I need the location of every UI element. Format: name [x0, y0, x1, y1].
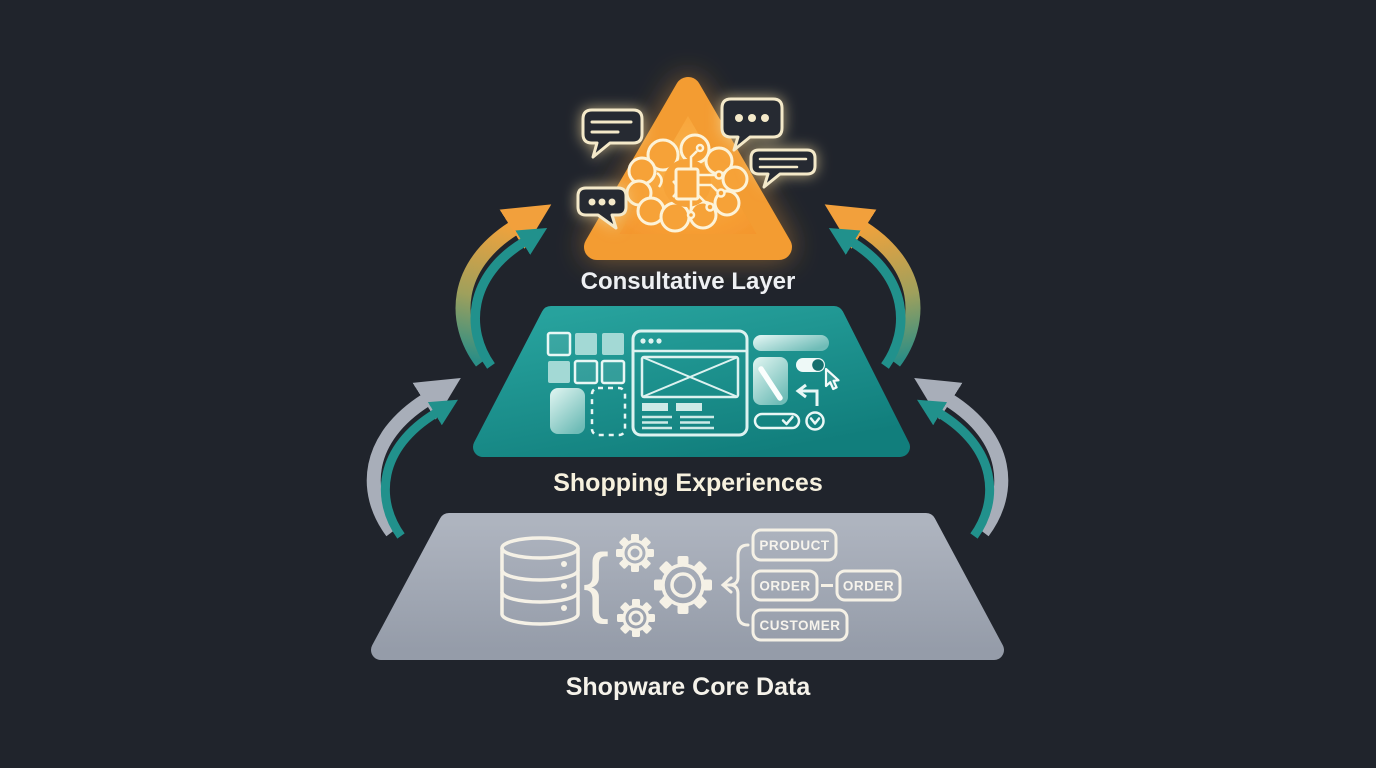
browser-wireframe-icon [631, 329, 749, 437]
gear-small-top-icon [616, 534, 654, 572]
shopping-layer-trapezoid [473, 306, 910, 457]
svg-text:ORDER: ORDER [759, 579, 810, 594]
arrow-shopping-to-consultative-left [455, 204, 552, 369]
entity-boxes: PRODUCT ORDER ORDER CUSTOMER [751, 528, 902, 642]
layer-label-shopping: Shopping Experiences [553, 469, 823, 497]
cursor-icon [824, 367, 840, 391]
chat-bubbles [576, 97, 817, 230]
svg-text:CUSTOMER: CUSTOMER [759, 618, 840, 633]
select-pill-icon [753, 412, 801, 430]
layout-grid-icon [546, 331, 626, 385]
brain-circuit-icon [625, 133, 749, 233]
toggle-icon [796, 358, 825, 372]
chat-bubble-dots-icon [576, 186, 628, 230]
entity-box-order: ORDER [751, 569, 819, 602]
chat-bubble-dots-icon [720, 97, 784, 152]
chevron-circle-icon [805, 411, 825, 431]
consultative-layer-triangle [576, 77, 817, 260]
chat-bubble-lines-icon [749, 148, 817, 189]
dashed-slot-icon [590, 386, 627, 437]
entity-box-product: PRODUCT [751, 528, 838, 562]
chat-bubble-lines-icon [581, 108, 644, 159]
gradient-card-icon [550, 388, 585, 434]
gear-large-icon [654, 556, 712, 614]
database-icon [500, 536, 580, 626]
core-layer-trapezoid: { [371, 513, 1004, 660]
entity-box-customer: CUSTOMER [751, 608, 849, 642]
pencil-card-icon [753, 357, 788, 405]
arrow-core-to-shopping-left [366, 377, 461, 539]
layer-label-core: Shopware Core Data [566, 673, 812, 701]
entity-box-order-linked: ORDER [835, 569, 902, 602]
svg-text:ORDER: ORDER [843, 579, 894, 594]
svg-text:PRODUCT: PRODUCT [759, 538, 830, 553]
arrow-core-to-shopping-right [914, 377, 1009, 539]
layer-label-consultative: Consultative Layer [581, 268, 796, 295]
curly-brace-icon: { [583, 537, 609, 625]
undo-corner-arrow-icon [795, 383, 819, 406]
gear-small-bottom-icon [617, 599, 655, 637]
pill-bar-icon [753, 335, 829, 351]
entity-brace-arrow-icon [720, 543, 750, 627]
arrow-shopping-to-consultative-right [824, 204, 921, 369]
